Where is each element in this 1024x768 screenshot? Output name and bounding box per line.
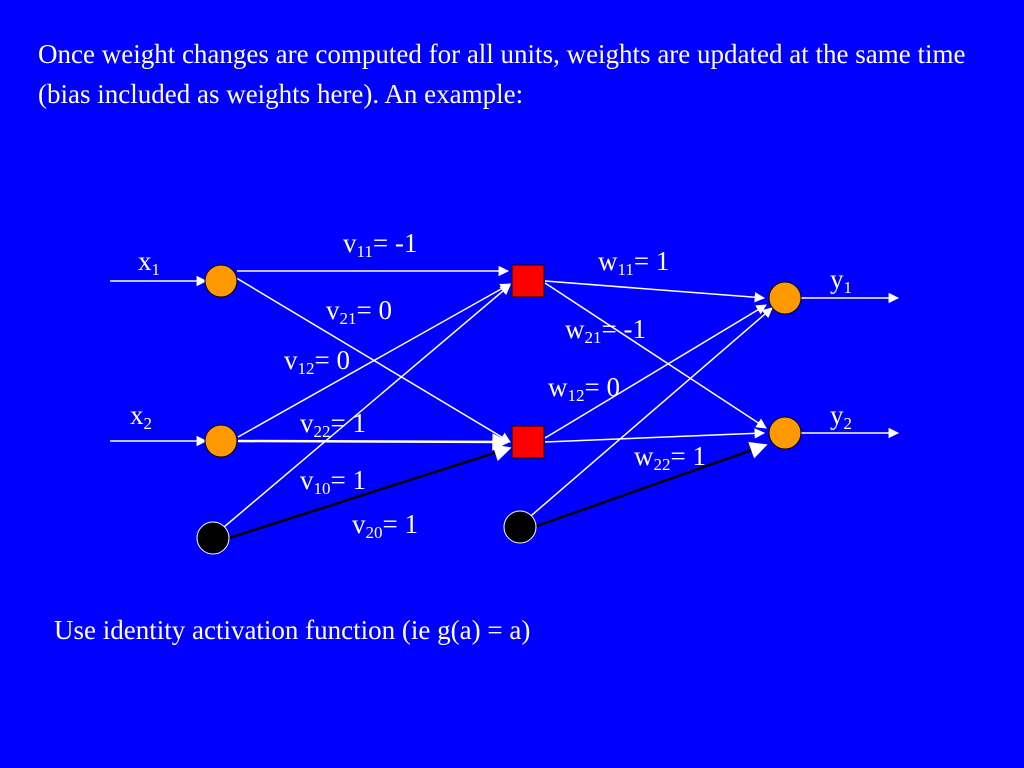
weight-label-v12: v12= 0 (284, 345, 350, 378)
hidden-node-1 (511, 264, 545, 298)
weight-label-w12: w12= 0 (548, 372, 620, 405)
edge-w21 (544, 282, 767, 429)
edge-v20 (228, 444, 512, 540)
weight-label-v22: v22= 1 (300, 408, 366, 441)
edge-bias2-y1 (524, 307, 773, 522)
input-node-x2 (204, 424, 238, 458)
bias-node-hidden (503, 510, 537, 544)
footer-note: Use identity activation function (ie g(a… (54, 615, 531, 645)
edge-v22 (237, 433, 510, 451)
weight-label-v11: v11= -1 (343, 228, 418, 261)
output-node-y1 (768, 281, 802, 315)
label-y1: y1 (830, 264, 852, 297)
label-x2: x2 (130, 400, 152, 433)
edge-v21 (232, 275, 511, 443)
label-y2: y2 (830, 400, 852, 433)
hidden-node-2 (511, 425, 545, 459)
weight-label-w11: w11= 1 (598, 246, 670, 279)
weight-label-w22: w22= 1 (634, 441, 706, 474)
weight-label-v10: v10= 1 (300, 465, 366, 498)
weight-label-v20: v20= 1 (352, 509, 418, 542)
edge-w22 (544, 428, 766, 443)
intro-text: Once weight changes are computed for all… (38, 39, 966, 109)
bias-node-input (196, 521, 230, 555)
input-node-x1 (204, 264, 238, 298)
weight-label-w21: w21= -1 (565, 314, 646, 347)
weight-label-v21: v21= 0 (326, 295, 392, 328)
output-node-y2 (768, 416, 802, 450)
label-x1: x1 (138, 246, 160, 279)
edge-bias2-y2 (533, 441, 768, 529)
edge-w11 (544, 280, 766, 303)
edge-v10 (223, 284, 511, 528)
edge-v12 (237, 283, 511, 438)
edge-w12 (544, 304, 767, 439)
